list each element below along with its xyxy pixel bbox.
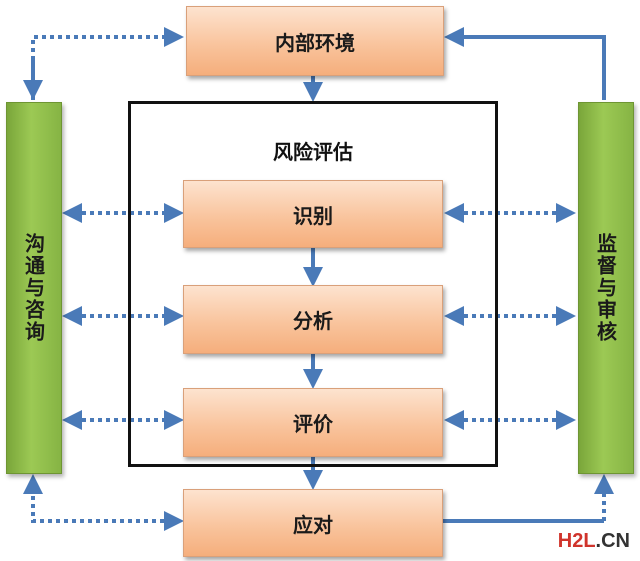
box-evaluate-label: 评价 bbox=[293, 412, 333, 436]
box-analyze: 分析 bbox=[183, 285, 443, 354]
bar-monitor-review: 监督与审核 bbox=[578, 102, 634, 474]
box-respond-label: 应对 bbox=[293, 512, 333, 537]
frame-title: 风险评估 bbox=[273, 140, 353, 164]
watermark-dot: . bbox=[595, 530, 602, 552]
box-internal-environment: 内部环境 bbox=[186, 6, 444, 76]
box-respond: 应对 bbox=[183, 489, 443, 557]
bar-communication-consultation: 沟通与咨询 bbox=[6, 102, 62, 474]
box-internal-environment-label: 内部环境 bbox=[275, 30, 355, 55]
bar-monitor-label: 监督与审核 bbox=[593, 233, 618, 343]
watermark-logo: H2L.CN bbox=[558, 530, 630, 553]
watermark-h2l: H2L bbox=[557, 530, 596, 552]
box-identify: 识别 bbox=[183, 180, 443, 248]
arrow-monitor-to-internal bbox=[444, 27, 606, 100]
arrow-comm-bottom bbox=[31, 480, 184, 531]
box-identify-label: 识别 bbox=[293, 203, 333, 228]
watermark-cn: CN bbox=[601, 530, 630, 552]
bar-communication-label: 沟通与咨询 bbox=[21, 233, 46, 343]
box-evaluate: 评价 bbox=[183, 388, 443, 457]
arrow-comm-top bbox=[31, 27, 184, 100]
box-analyze-label: 分析 bbox=[293, 309, 333, 333]
risk-assessment-frame bbox=[128, 101, 498, 467]
